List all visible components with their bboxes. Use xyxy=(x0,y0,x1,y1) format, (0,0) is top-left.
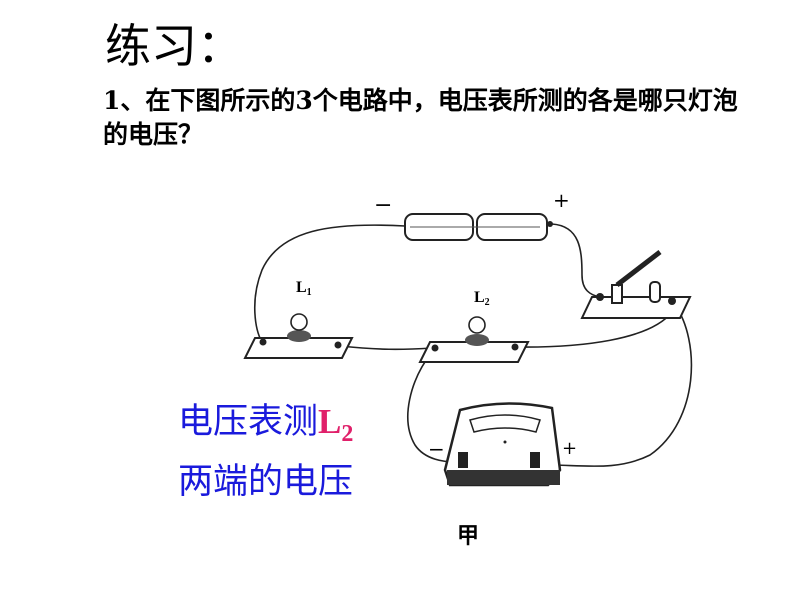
switch xyxy=(580,250,692,319)
answer-var-letter: L xyxy=(318,402,342,441)
battery-minus-label: − xyxy=(374,193,392,218)
lamp-1-label: L1 xyxy=(296,279,312,298)
answer-text: 电压表测L2 两端的电压 xyxy=(178,398,353,506)
question-text: 1、在下图所示的3个电路中，电压表所测的各是哪只灯泡的电压？ xyxy=(103,86,738,149)
voltmeter xyxy=(443,402,562,487)
answer-var-sub: 2 xyxy=(341,421,354,447)
lamp-2 xyxy=(418,316,530,363)
wires xyxy=(253,223,693,468)
slide-title: 练习： xyxy=(105,19,243,73)
voltmeter-minus-label: − xyxy=(428,437,445,461)
answer-line-1: 电压表测 xyxy=(178,402,319,442)
answer-lamp-var: L2 xyxy=(318,402,353,447)
battery xyxy=(404,213,553,241)
lamp-1 xyxy=(243,313,354,359)
lamp-2-label: L2 xyxy=(474,289,490,308)
answer-line-2: 两端的电压 xyxy=(178,462,354,502)
figure-caption: 甲 xyxy=(457,524,479,549)
voltmeter-plus-label: + xyxy=(562,438,577,459)
battery-plus-label: + xyxy=(553,188,570,212)
